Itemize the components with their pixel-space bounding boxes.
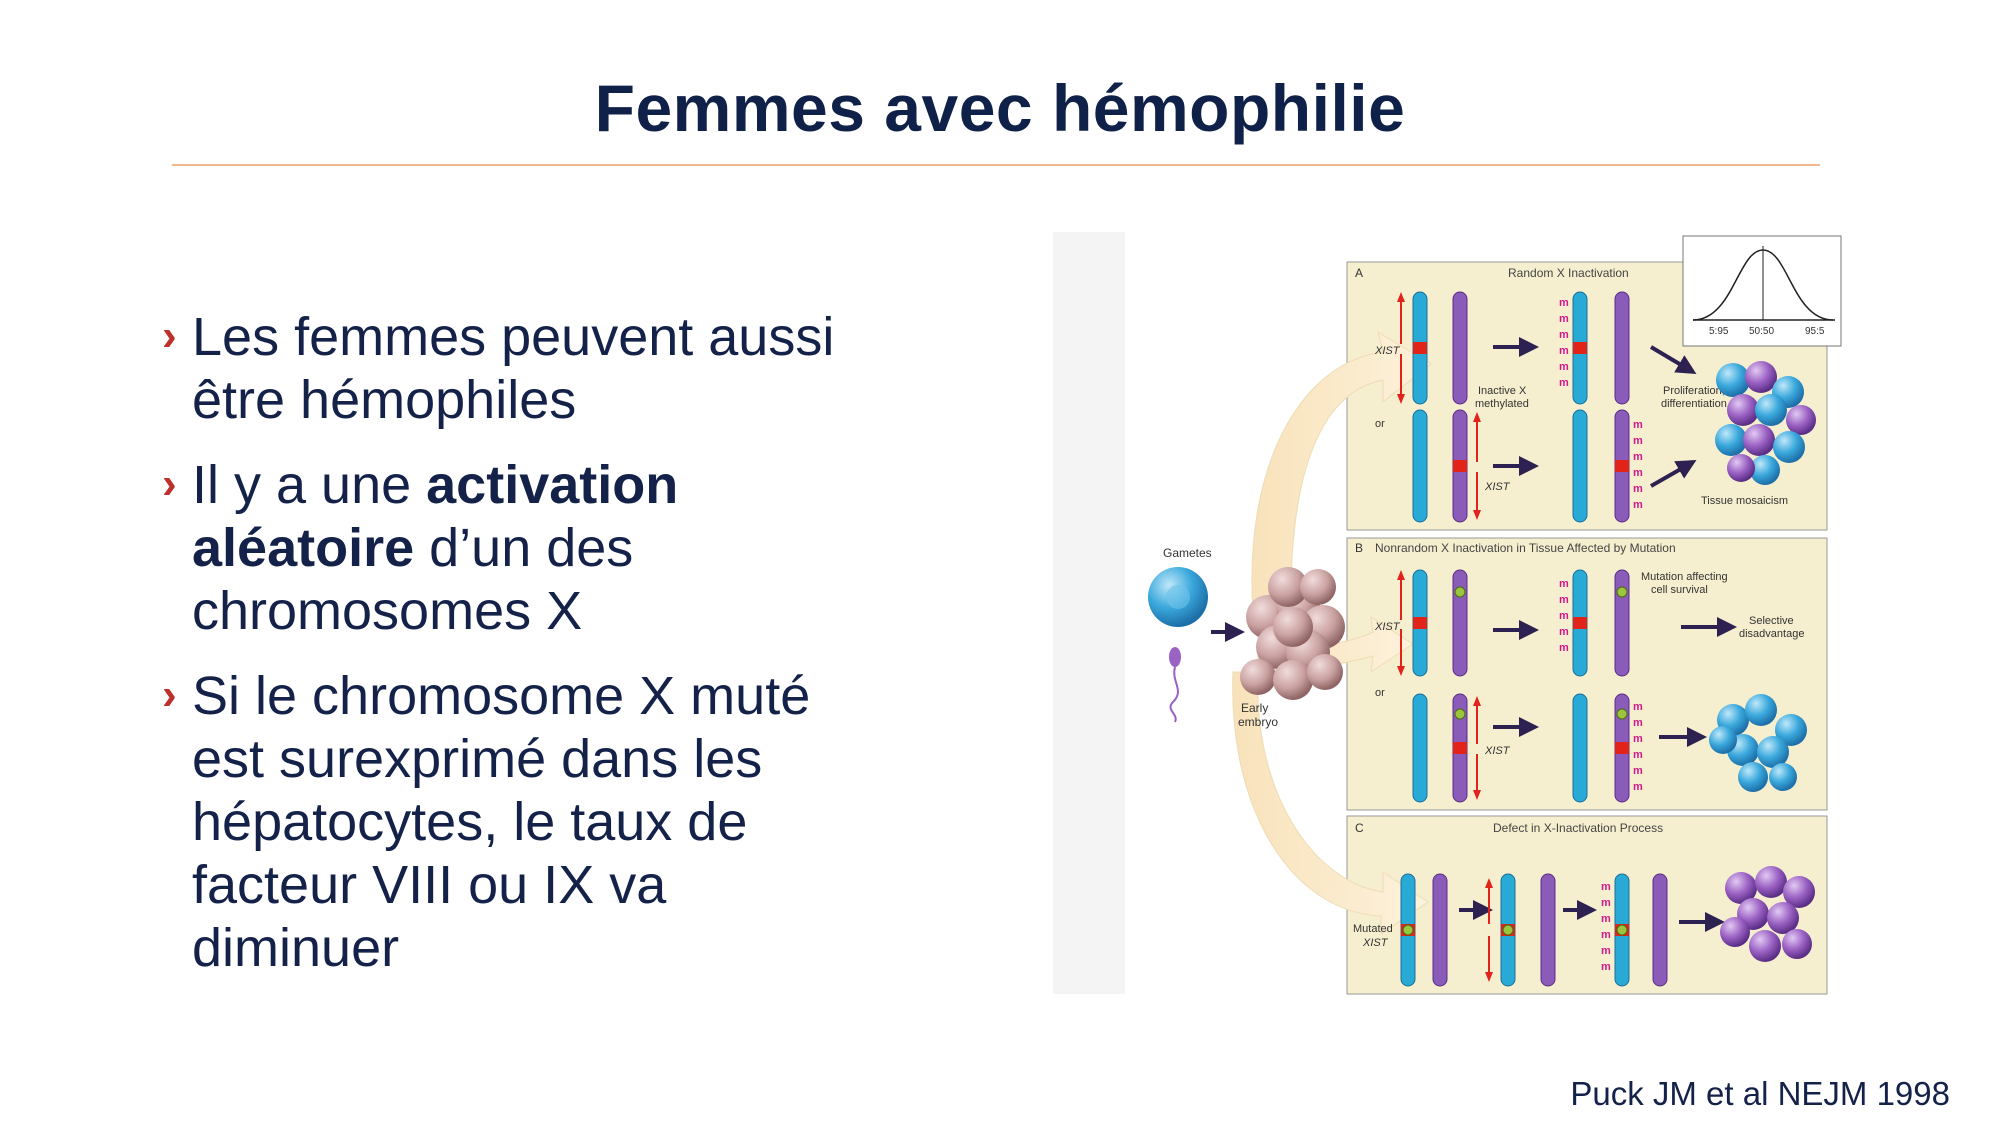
svg-text:m: m (1633, 467, 1643, 479)
or-label-b: or (1375, 687, 1385, 699)
xist-label-a1: XIST (1374, 345, 1401, 357)
svg-text:m: m (1559, 578, 1569, 590)
svg-text:m: m (1633, 765, 1643, 777)
svg-text:m: m (1559, 642, 1569, 654)
methylation-marks-a2: mm mm mm (1633, 419, 1643, 511)
svg-text:m: m (1633, 701, 1643, 713)
bullet-3-text: Si le chromosome X muté est surexprimé d… (192, 666, 811, 978)
distribution-inset (1682, 235, 1842, 347)
panel-a-title: Random X Inactivation (1508, 266, 1629, 280)
xist-label-a2: XIST (1484, 481, 1511, 493)
methylated-label: methylated (1475, 398, 1529, 410)
svg-text:m: m (1601, 961, 1611, 973)
svg-text:m: m (1633, 781, 1643, 793)
svg-text:m: m (1601, 881, 1611, 893)
sperm-cell-icon (1169, 647, 1181, 667)
methylation-marks-b1: mm mm m (1559, 578, 1569, 654)
embryo-label-1: Early (1241, 701, 1268, 715)
early-embryo-icon (1240, 567, 1345, 700)
selective-label: Selective (1749, 615, 1794, 627)
cell-survival-label: cell survival (1651, 584, 1708, 596)
proliferation-label: Proliferation, (1663, 385, 1725, 397)
panel-b-title: Nonrandom X Inactivation in Tissue Affec… (1375, 541, 1676, 555)
bullet-3: › Si le chromosome X muté est surexprimé … (162, 665, 842, 980)
svg-text:m: m (1633, 749, 1643, 761)
blue-cell-cluster (1709, 694, 1807, 792)
mutated-label: Mutated (1353, 923, 1393, 935)
svg-text:m: m (1559, 377, 1569, 389)
svg-text:m: m (1601, 897, 1611, 909)
bullet-2-text-c: d’un des chromosomes X (192, 518, 634, 641)
slide-title: Femmes avec hémophilie (594, 71, 1406, 145)
svg-text:m: m (1633, 733, 1643, 745)
svg-text:m: m (1633, 717, 1643, 729)
tissue-mosaicism-label: Tissue mosaicism (1701, 495, 1788, 507)
embryo-label-2: embryo (1238, 715, 1278, 729)
x-inactivation-figure: Gametes Early embryo A Random X Inactiva… (1053, 232, 1842, 995)
panel-a-row-2 (1412, 409, 1697, 523)
panel-b-row-2 (1412, 693, 1707, 803)
tissue-mosaic-cluster (1715, 361, 1816, 485)
bullet-2: › Il y a une activation aléatoire d’un de… (162, 454, 842, 643)
inset-tick-1: 5:95 (1709, 326, 1729, 337)
bullet-2-text-a: Il y a une (192, 455, 427, 515)
panel-c-row (1400, 873, 1725, 987)
inactive-x-label: Inactive X (1478, 385, 1527, 397)
svg-text:m: m (1559, 626, 1569, 638)
methylation-marks-a1: mm mm mm (1559, 297, 1569, 389)
purple-cell-cluster (1720, 866, 1815, 962)
figure-strip (1053, 232, 1125, 994)
svg-text:m: m (1559, 297, 1569, 309)
panel-b-letter: B (1355, 541, 1363, 555)
or-label-a: or (1375, 418, 1385, 430)
chevron-bullet-icon: › (162, 670, 177, 719)
svg-text:m: m (1633, 435, 1643, 447)
svg-text:m: m (1559, 329, 1569, 341)
methylation-marks-b2: mm mm mm (1633, 701, 1643, 793)
svg-text:m: m (1559, 345, 1569, 357)
svg-text:m: m (1633, 483, 1643, 495)
bullet-1-text: Les femmes peuvent aussi être hémophiles (192, 307, 835, 430)
chevron-bullet-icon: › (162, 311, 177, 360)
methylation-marks-c: mm mm mm (1601, 881, 1611, 973)
xist-label-b2: XIST (1484, 745, 1511, 757)
svg-text:m: m (1559, 313, 1569, 325)
svg-text:m: m (1601, 929, 1611, 941)
panel-b-row-1 (1397, 569, 1737, 677)
inset-tick-3: 95:5 (1805, 326, 1825, 337)
mutation-affecting-label: Mutation affecting (1641, 571, 1728, 583)
xist-label-b1: XIST (1374, 621, 1401, 633)
svg-text:m: m (1559, 610, 1569, 622)
differentiation-label: differentiation (1661, 398, 1727, 410)
svg-text:m: m (1601, 945, 1611, 957)
title-divider (172, 164, 1820, 166)
citation: Puck JM et al NEJM 1998 (1570, 1075, 1950, 1112)
panel-a-row-1 (1397, 291, 1630, 405)
panel-c-letter: C (1355, 821, 1364, 835)
bullet-1: › Les femmes peuvent aussi être hémophile… (162, 306, 842, 432)
svg-text:m: m (1633, 451, 1643, 463)
svg-text:m: m (1559, 361, 1569, 373)
panel-c-title: Defect in X-Inactivation Process (1493, 821, 1663, 835)
mutated-xist-label: XIST (1362, 937, 1389, 949)
bullet-list: › Les femmes peuvent aussi être hémophile… (162, 306, 842, 1002)
gametes-label: Gametes (1163, 546, 1212, 560)
bullet-2-text-bold: activation aléatoire (192, 455, 679, 578)
svg-text:m: m (1633, 499, 1643, 511)
svg-text:m: m (1633, 419, 1643, 431)
inset-tick-2: 50:50 (1749, 326, 1774, 337)
disadvantage-label: disadvantage (1739, 628, 1804, 640)
svg-text:m: m (1559, 594, 1569, 606)
panel-a-letter: A (1355, 266, 1363, 280)
chevron-bullet-icon: › (162, 459, 177, 508)
svg-text:m: m (1601, 913, 1611, 925)
